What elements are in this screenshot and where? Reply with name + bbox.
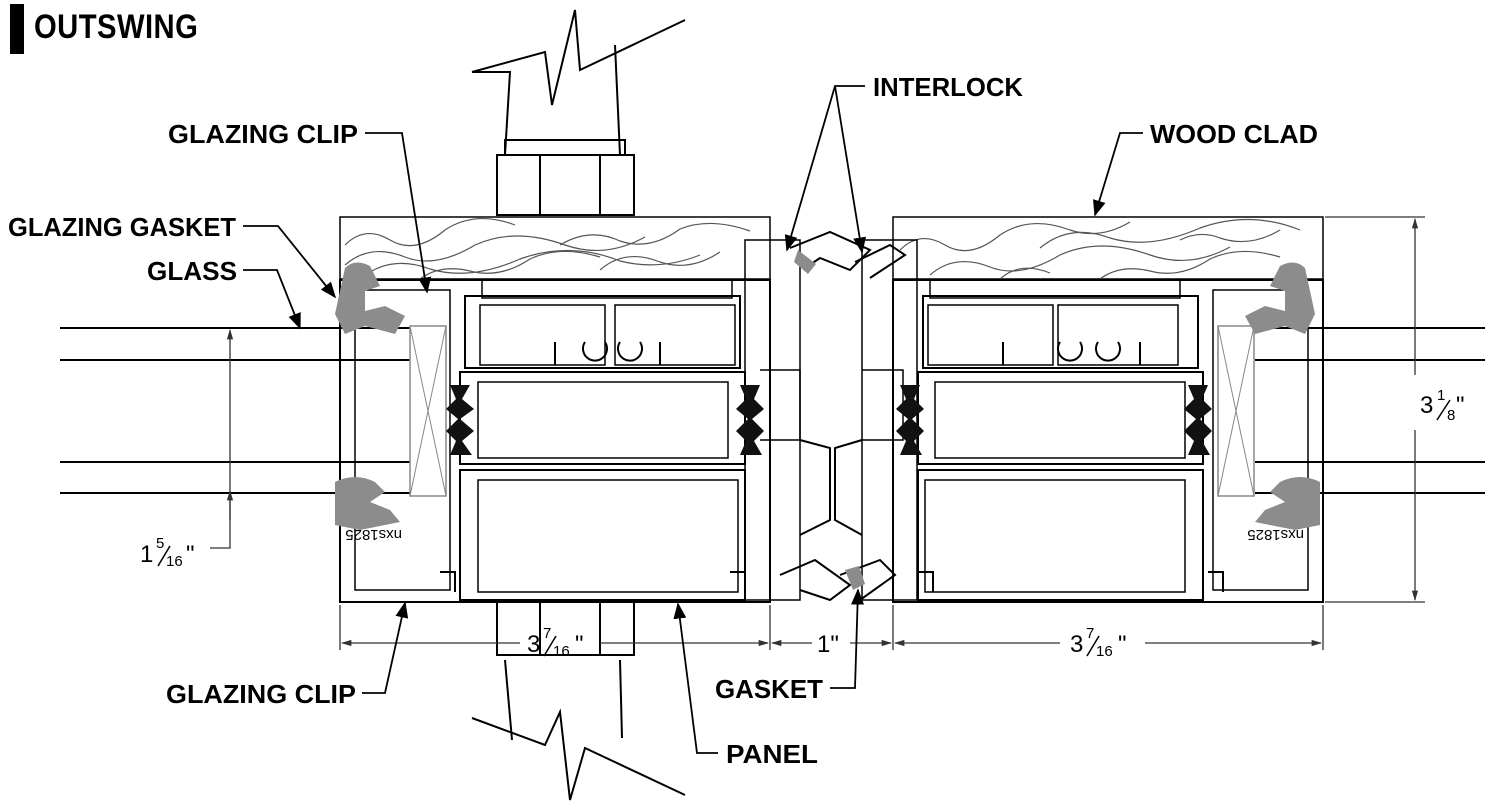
- page-title: OUTSWING: [34, 8, 199, 46]
- gaskets-grey: [335, 250, 1320, 590]
- svg-text:16: 16: [553, 643, 570, 660]
- left-panel-frame: [339, 239, 801, 603]
- svg-text:1: 1: [140, 541, 153, 568]
- lower-mullion: [471, 599, 686, 801]
- callout-leaders: [243, 85, 1143, 754]
- svg-text:3: 3: [1420, 392, 1433, 419]
- svg-text:": ": [575, 631, 584, 658]
- label-interlock: INTERLOCK: [873, 72, 1023, 102]
- upper-mullion: [471, 9, 686, 216]
- label-glass: GLASS: [147, 256, 237, 286]
- dim-left-width: 3 7 16 ": [527, 625, 584, 660]
- svg-text:8: 8: [1447, 407, 1455, 424]
- label-glazing-clip-bottom: GLAZING CLIP: [166, 679, 356, 709]
- svg-text:": ": [186, 541, 195, 568]
- interlock-profile: [779, 230, 907, 602]
- svg-text:7: 7: [1086, 625, 1094, 642]
- svg-text:": ": [1118, 631, 1127, 658]
- svg-text:3: 3: [527, 631, 540, 658]
- part-code-right: nxs1825: [1247, 526, 1304, 543]
- wood-clad-right: [892, 216, 1324, 280]
- dim-gap: 1": [817, 631, 839, 658]
- title-marker: [10, 4, 24, 54]
- label-panel: PANEL: [726, 739, 818, 769]
- label-gasket: GASKET: [715, 674, 823, 704]
- svg-text:1: 1: [1437, 387, 1445, 404]
- svg-text:16: 16: [1096, 643, 1113, 660]
- dim-right-width: 3 7 16 ": [1070, 625, 1127, 660]
- seals-black: [446, 385, 1212, 455]
- dim-height: 3 1 8 ": [1420, 387, 1465, 424]
- svg-text:3: 3: [1070, 631, 1083, 658]
- glass-right: [1217, 325, 1485, 497]
- svg-text:": ": [1456, 392, 1465, 419]
- part-code-left: nxs1825: [345, 526, 402, 543]
- svg-text:16: 16: [166, 553, 183, 570]
- label-glazing-clip-top: GLAZING CLIP: [168, 119, 358, 149]
- label-wood-clad: WOOD CLAD: [1150, 119, 1318, 149]
- svg-text:5: 5: [156, 535, 164, 552]
- wood-clad-left: [339, 216, 771, 280]
- svg-text:7: 7: [543, 625, 551, 642]
- dim-glass: 1 5 16 ": [140, 535, 195, 570]
- dimension-lines: [210, 216, 1425, 650]
- right-panel-frame: [861, 239, 1324, 603]
- glass-left: [60, 325, 447, 497]
- label-glazing-gasket: GLAZING GASKET: [8, 212, 236, 242]
